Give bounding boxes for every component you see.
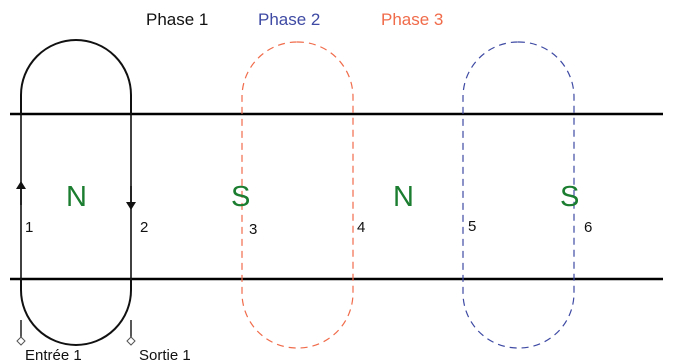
pole-1: N: [66, 181, 87, 213]
slot-number-1: 1: [25, 219, 33, 236]
legend-phase-3: Phase 3: [381, 10, 443, 29]
legend-phase-2: Phase 2: [258, 10, 320, 29]
exit-label: Sortie 1: [139, 347, 191, 364]
entry-label: Entrée 1: [25, 347, 82, 364]
slot-number-2: 2: [140, 219, 148, 236]
phase2-coil: [462, 41, 575, 349]
pole-2: S: [231, 181, 250, 213]
entry-terminal-icon: [16, 336, 26, 346]
phase1-coil-top-arc: [20, 39, 132, 114]
slot-number-4: 4: [357, 219, 365, 236]
legend-phase-1: Phase 1: [146, 10, 208, 29]
exit-terminal-icon: [126, 336, 136, 346]
phase3-coil: [241, 41, 354, 349]
phase1-coil-bottom-arc: [20, 279, 132, 346]
slot-number-6: 6: [584, 219, 592, 236]
slot-number-3: 3: [249, 221, 257, 238]
slot-number-5: 5: [468, 218, 476, 235]
pole-3: N: [393, 181, 414, 213]
pole-4: S: [560, 181, 579, 213]
